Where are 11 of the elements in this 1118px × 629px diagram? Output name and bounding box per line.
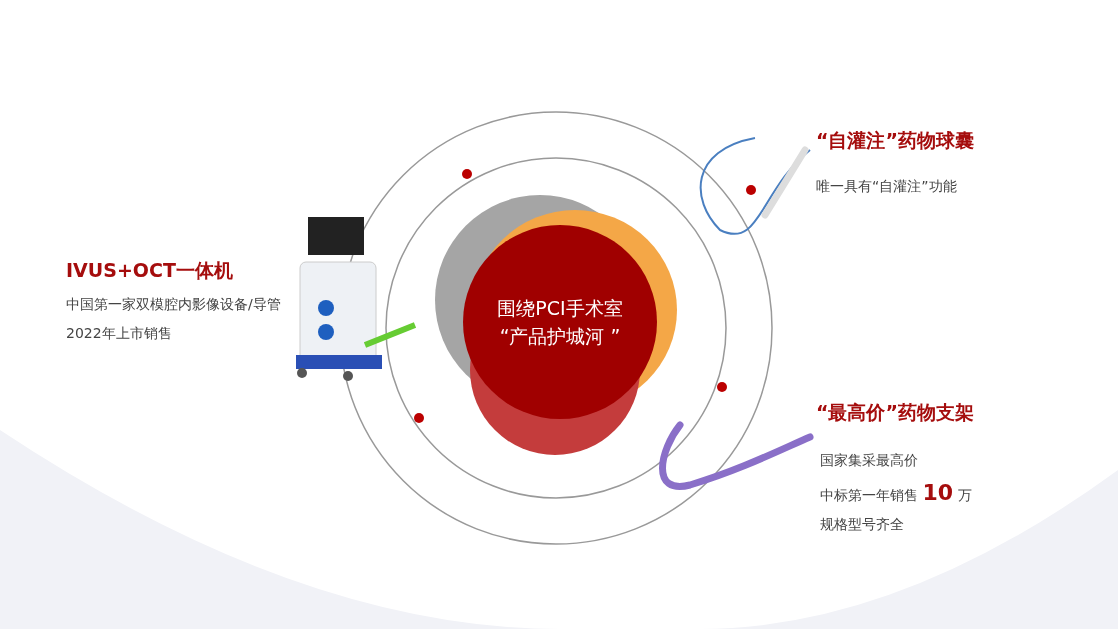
- product-note: 中国第一家双模腔内影像设备/导管: [66, 296, 281, 314]
- product-note: 唯一具有“自灌注”功能: [816, 178, 957, 196]
- product-note: 规格型号齐全: [820, 516, 904, 534]
- product-note: 中标第一年销售 10 万: [820, 480, 972, 505]
- product-title: “最高价”药物支架: [816, 400, 974, 425]
- center-text: “产品护城河 ”: [499, 324, 621, 349]
- product-title: IVUS+OCT一体机: [66, 258, 233, 283]
- product-note: 2022年上市销售: [66, 325, 172, 343]
- product-note: 国家集采最高价: [820, 452, 918, 470]
- center-text: 围绕PCI手术室: [497, 296, 623, 321]
- product-title: “自灌注”药物球囊: [816, 128, 974, 153]
